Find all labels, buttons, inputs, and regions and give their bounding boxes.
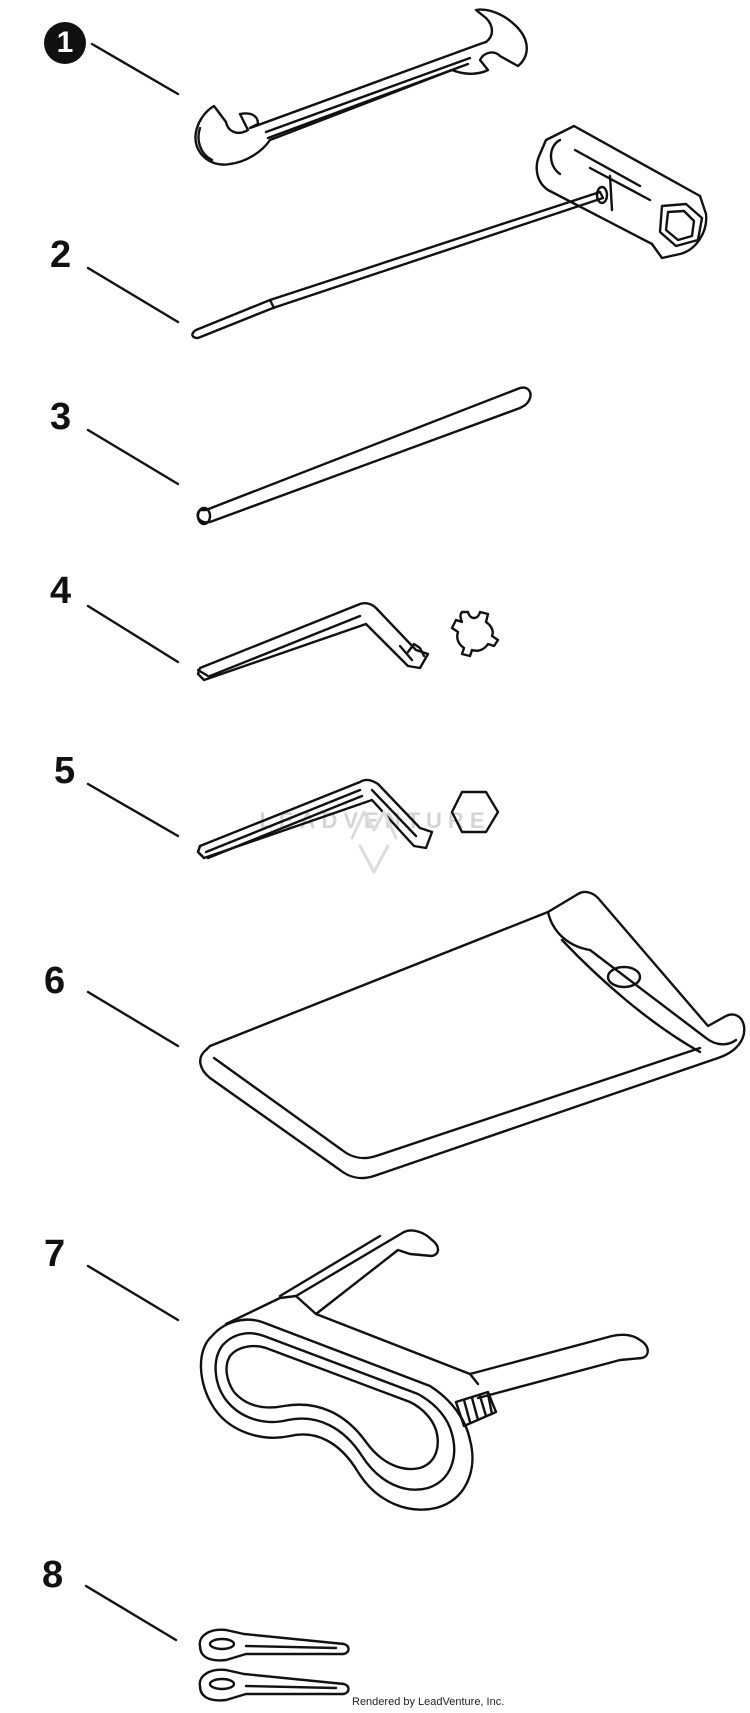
wrench-icon [194,8,528,166]
leader-line-2 [86,266,180,324]
callout-2: 2 [50,234,72,276]
callout-1: 1 [44,22,86,64]
callout-3: 3 [50,396,72,438]
callout-4: 4 [50,570,72,612]
leader-line-8 [84,1584,178,1642]
cotter-pin-icon [198,1628,350,1662]
hex-profile-icon [450,790,500,834]
hex-key-icon [196,778,434,860]
torx-key-icon [196,602,430,682]
cotter-pin-icon-2 [198,1668,350,1702]
leader-line-1 [90,42,180,96]
torx-profile-icon [450,610,500,658]
leadventure-logo-icon [350,810,398,874]
rod-icon [196,386,532,526]
callout-7: 7 [44,1233,66,1275]
credit-text: Rendered by LeadVenture, Inc. [352,1696,505,1708]
leader-line-4 [86,604,180,664]
callout-5: 5 [54,750,76,792]
leader-line-6 [86,990,180,1048]
leader-lines [84,42,180,1642]
leader-line-7 [86,1264,180,1322]
leader-line-3 [86,428,180,486]
safety-goggles-icon [199,1229,649,1511]
callout-6: 6 [44,960,66,1002]
tool-bag-icon [199,890,746,1180]
spark-plug-wrench-icon [191,124,708,340]
callout-8: 8 [42,1554,64,1596]
leader-line-5 [86,782,180,838]
